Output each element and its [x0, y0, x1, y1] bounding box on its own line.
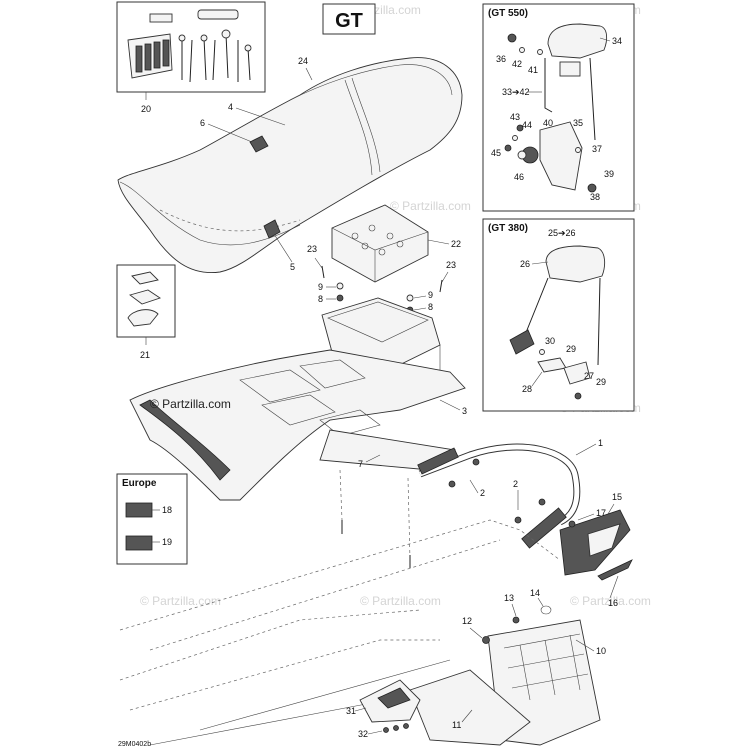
callout-38: 38 — [590, 192, 600, 202]
callout-46: 46 — [514, 172, 524, 182]
callout-7: 7 — [358, 459, 363, 469]
inset-title-europe: Europe — [122, 478, 157, 489]
gt550-inset: (GT 550) — [482, 3, 635, 212]
callout-11: 11 — [452, 720, 461, 730]
toolkit-inset — [116, 1, 266, 93]
callout-32: 32 — [358, 729, 368, 739]
callout-22: 22 — [451, 239, 461, 249]
callout-8: 8 — [318, 294, 323, 304]
callout-16: 16 — [608, 598, 618, 608]
title-box — [322, 3, 376, 35]
callout-15: 15 — [612, 492, 622, 502]
callout-17: 17 — [596, 508, 606, 518]
callout-25: 25➔26 — [548, 228, 576, 238]
grab-handle — [417, 443, 581, 549]
callout-43: 43 — [510, 112, 520, 122]
callout-26: 26 — [520, 259, 530, 269]
callout-3: 3 — [462, 406, 467, 416]
callout-5: 5 — [290, 262, 295, 272]
callout-18: 18 — [162, 505, 172, 515]
callout-24: 24 — [298, 56, 308, 66]
callout-8: 8 — [428, 302, 433, 312]
gt380-inset: (GT 380) — [482, 218, 635, 412]
callout-4: 4 — [228, 102, 233, 112]
callout-29: 29 — [596, 377, 606, 387]
callout-42: 42 — [512, 59, 522, 69]
seat — [117, 57, 463, 274]
inset-title-gt380: (GT 380) — [488, 223, 528, 234]
callout-2: 2 — [480, 488, 485, 498]
callout-14: 14 — [530, 588, 540, 598]
watermark: © Partzilla.com — [150, 397, 231, 411]
callout-23: 23 — [446, 260, 456, 270]
callout-45: 45 — [491, 148, 501, 158]
callout-37: 37 — [592, 144, 602, 154]
tunnel-frame — [129, 349, 466, 501]
callout-23: 23 — [307, 244, 317, 254]
watermark: © Partzilla.com — [570, 594, 651, 608]
callout-1: 1 — [598, 438, 603, 448]
callout-39: 39 — [604, 169, 614, 179]
callout-34: 34 — [612, 36, 622, 46]
page-title: GT — [335, 10, 363, 32]
callout-40: 40 — [543, 118, 553, 128]
lens-strip — [597, 559, 633, 581]
callout-41: 41 — [528, 65, 538, 75]
callout-12: 12 — [462, 616, 472, 626]
watermark: © Partzilla.com — [140, 594, 221, 608]
callout-31: 31 — [346, 706, 356, 716]
hold-down-inset — [116, 264, 176, 338]
callout-20: 20 — [141, 104, 151, 114]
seat-bracket — [331, 204, 429, 283]
callout-9: 9 — [318, 282, 323, 292]
callout-28: 28 — [522, 384, 532, 394]
lower-flap — [409, 669, 531, 746]
callout-30: 30 — [545, 336, 555, 346]
callout-2: 2 — [513, 479, 518, 489]
tunnel-outline — [119, 469, 561, 746]
watermark: © Partzilla.com — [390, 199, 471, 213]
callout-9: 9 — [428, 290, 433, 300]
callout-35: 35 — [573, 118, 583, 128]
callout-21: 21 — [140, 350, 150, 360]
callout-27: 27 — [584, 371, 594, 381]
europe-inset: Europe — [116, 473, 188, 565]
inset-title-gt550: (GT 550) — [488, 8, 528, 19]
callout-19: 19 — [162, 537, 172, 547]
callout-6: 6 — [200, 118, 205, 128]
drawing-code: 29M0402b — [118, 741, 151, 748]
callout-13: 13 — [504, 593, 514, 603]
callout-36: 36 — [496, 54, 506, 64]
callout-44: 44 — [522, 120, 532, 130]
callout-29: 29 — [566, 344, 576, 354]
callout-33: 33➔42 — [502, 87, 530, 97]
watermark: © Partzilla.com — [360, 594, 441, 608]
callout-10: 10 — [596, 646, 606, 656]
